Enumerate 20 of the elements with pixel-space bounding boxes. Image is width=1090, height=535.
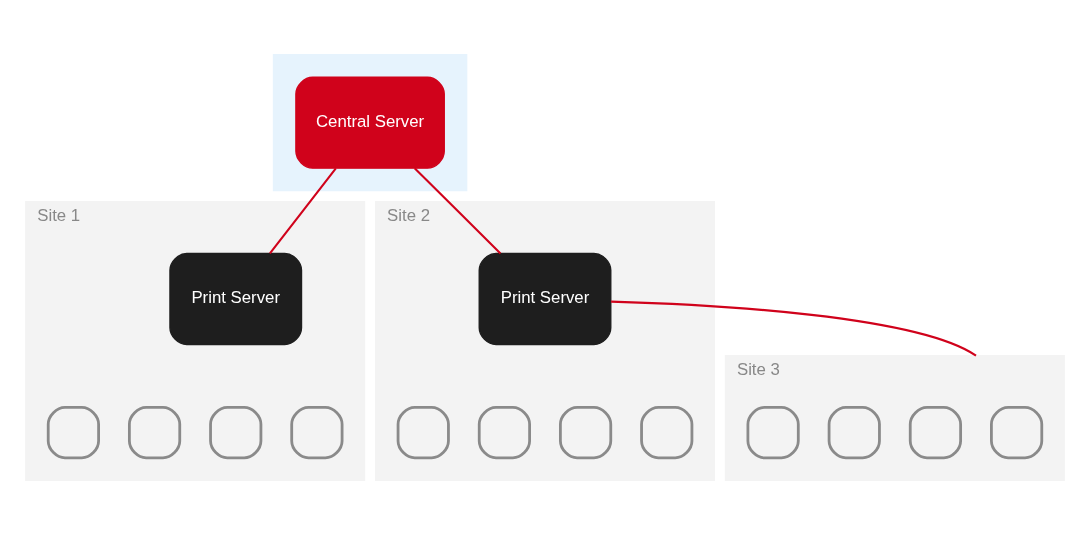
- connector: [413, 167, 502, 255]
- connector: [269, 167, 337, 255]
- node-picture: [559, 406, 613, 460]
- node-picture: [640, 406, 694, 460]
- connector: [611, 300, 977, 357]
- node-picture: [746, 406, 800, 460]
- node-picture: [46, 406, 100, 460]
- node-picture: [290, 406, 344, 460]
- node-box: Print Server: [169, 252, 303, 346]
- cluster: Site 3: [724, 354, 1065, 481]
- node-picture: [908, 406, 962, 460]
- node-box: Central Server: [295, 76, 445, 169]
- node-box: Print Server: [478, 252, 612, 346]
- cluster: [272, 54, 468, 192]
- node-picture: [827, 406, 881, 460]
- node-picture: [396, 406, 450, 460]
- node-picture: [990, 406, 1044, 460]
- node-picture: [477, 406, 531, 460]
- node-picture: [127, 406, 182, 460]
- node-picture: [209, 406, 263, 460]
